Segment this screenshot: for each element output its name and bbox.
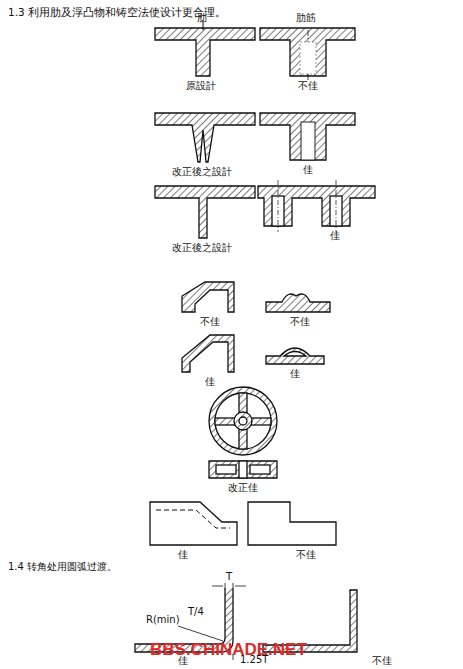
part-name: 肋: [197, 12, 207, 24]
caption: 不佳: [290, 316, 310, 328]
part-name: 肋筋: [296, 12, 316, 24]
watermark: BBS.CHINADE.NET: [150, 640, 307, 660]
caption: 佳: [330, 230, 340, 242]
caption: 改正佳: [228, 482, 258, 494]
caption: 改正後之設計: [172, 242, 232, 254]
caption: 佳: [303, 164, 313, 176]
cored-wheel: [209, 387, 277, 478]
caption: 佳: [178, 549, 188, 561]
caption: 原設計: [186, 80, 216, 92]
dimension: T/4: [188, 606, 204, 618]
caption: 佳: [205, 376, 215, 388]
corner-brackets: [135, 583, 357, 660]
section-heading: 1.4 转角处用圆弧过渡。: [8, 561, 117, 573]
caption: 佳: [290, 368, 300, 380]
section-figures: [155, 20, 375, 372]
caption: 不佳: [298, 80, 318, 92]
caption: 改正後之設計: [172, 166, 232, 178]
caption: 不佳: [200, 316, 220, 328]
section-heading: 1.3 利用肋及浮凸物和铸空法使设计更合理。: [8, 6, 226, 18]
caption: 不佳: [296, 549, 316, 561]
dimension: T: [226, 571, 232, 583]
caption: 不佳: [372, 655, 392, 667]
step-shapes: [150, 502, 336, 545]
dimension: R(min): [146, 614, 180, 626]
